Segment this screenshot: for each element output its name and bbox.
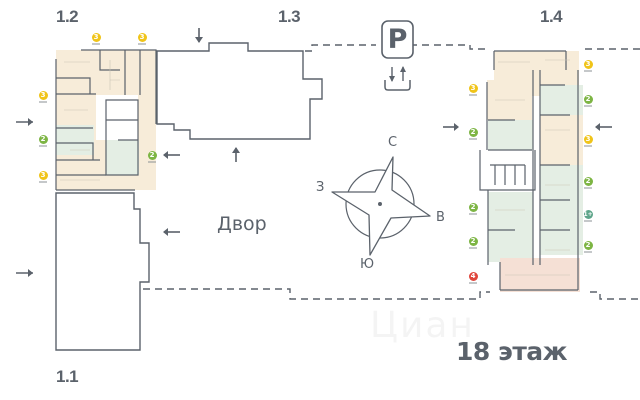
rooms-count: 2: [583, 177, 593, 186]
rooms-count: 3: [137, 33, 147, 42]
site-boundary-top: [305, 44, 490, 52]
site-boundary-right-bottom: [590, 291, 640, 300]
building-1-3-outline: [156, 42, 323, 140]
apartment-badge[interactable]: 3: [582, 60, 594, 72]
rooms-count: 4: [468, 272, 478, 281]
apartment-badge[interactable]: 2: [467, 128, 479, 140]
compass-west-label: З: [316, 180, 325, 195]
compass-east-label: В: [436, 210, 445, 225]
apartment-badge[interactable]: 3: [136, 33, 148, 45]
building-1-1-outline: [55, 192, 150, 351]
rooms-count: 2: [38, 135, 48, 144]
entrance-arrows: [16, 28, 612, 277]
apartment-badge[interactable]: 2: [467, 203, 479, 215]
apartment-badge[interactable]: 2: [582, 241, 594, 253]
parking-sign[interactable]: [381, 20, 414, 91]
apartment-badge[interactable]: 3: [467, 84, 479, 96]
rooms-count: 2: [468, 203, 478, 212]
apartment-badge[interactable]: 3: [582, 135, 594, 147]
apartment-badge[interactable]: 3: [90, 33, 102, 45]
apartment-badge[interactable]: 2: [582, 95, 594, 107]
rooms-count: 3: [91, 33, 101, 42]
rooms-count: 1+: [583, 210, 593, 219]
apartment-badge[interactable]: 2: [146, 151, 158, 163]
parking-letter: P: [387, 24, 408, 55]
rooms-count: 3: [583, 135, 593, 144]
building-label-1-2[interactable]: 1.2: [56, 7, 79, 26]
apartment-badge[interactable]: 3: [37, 91, 49, 103]
building-1-4-floorplan: [479, 50, 583, 292]
compass-north-label: С: [388, 135, 398, 150]
building-label-1-1[interactable]: 1.1: [56, 367, 79, 386]
apartment-badge[interactable]: 2: [37, 135, 49, 147]
rooms-count: 3: [583, 60, 593, 69]
courtyard-label: Двор: [217, 213, 267, 235]
rooms-count: 3: [38, 171, 48, 180]
building-label-1-3[interactable]: 1.3: [278, 7, 301, 26]
rooms-count: 3: [38, 91, 48, 100]
rooms-count: 2: [468, 237, 478, 246]
building-1-2-floorplan: [55, 49, 157, 191]
rooms-count: 2: [583, 95, 593, 104]
parking-entrance-exit-icon: [384, 80, 411, 91]
apartment-badge[interactable]: 2: [582, 177, 594, 189]
site-boundary-bottom: [143, 288, 490, 300]
floor-label: 18 этаж: [456, 337, 568, 366]
apartment-badge[interactable]: 1+: [582, 210, 594, 222]
watermark: Циан: [370, 305, 475, 346]
apartment-badge[interactable]: 2: [467, 237, 479, 249]
rooms-count: 2: [583, 241, 593, 250]
compass-rose: [331, 156, 431, 256]
building-label-1-4[interactable]: 1.4: [540, 7, 563, 26]
rooms-count: 3: [468, 84, 478, 93]
apartment-badge[interactable]: 3: [37, 171, 49, 183]
rooms-count: 2: [468, 128, 478, 137]
apartment-badge[interactable]: 4: [467, 272, 479, 284]
compass-south-label: Ю: [360, 257, 375, 272]
rooms-count: 2: [147, 151, 157, 160]
